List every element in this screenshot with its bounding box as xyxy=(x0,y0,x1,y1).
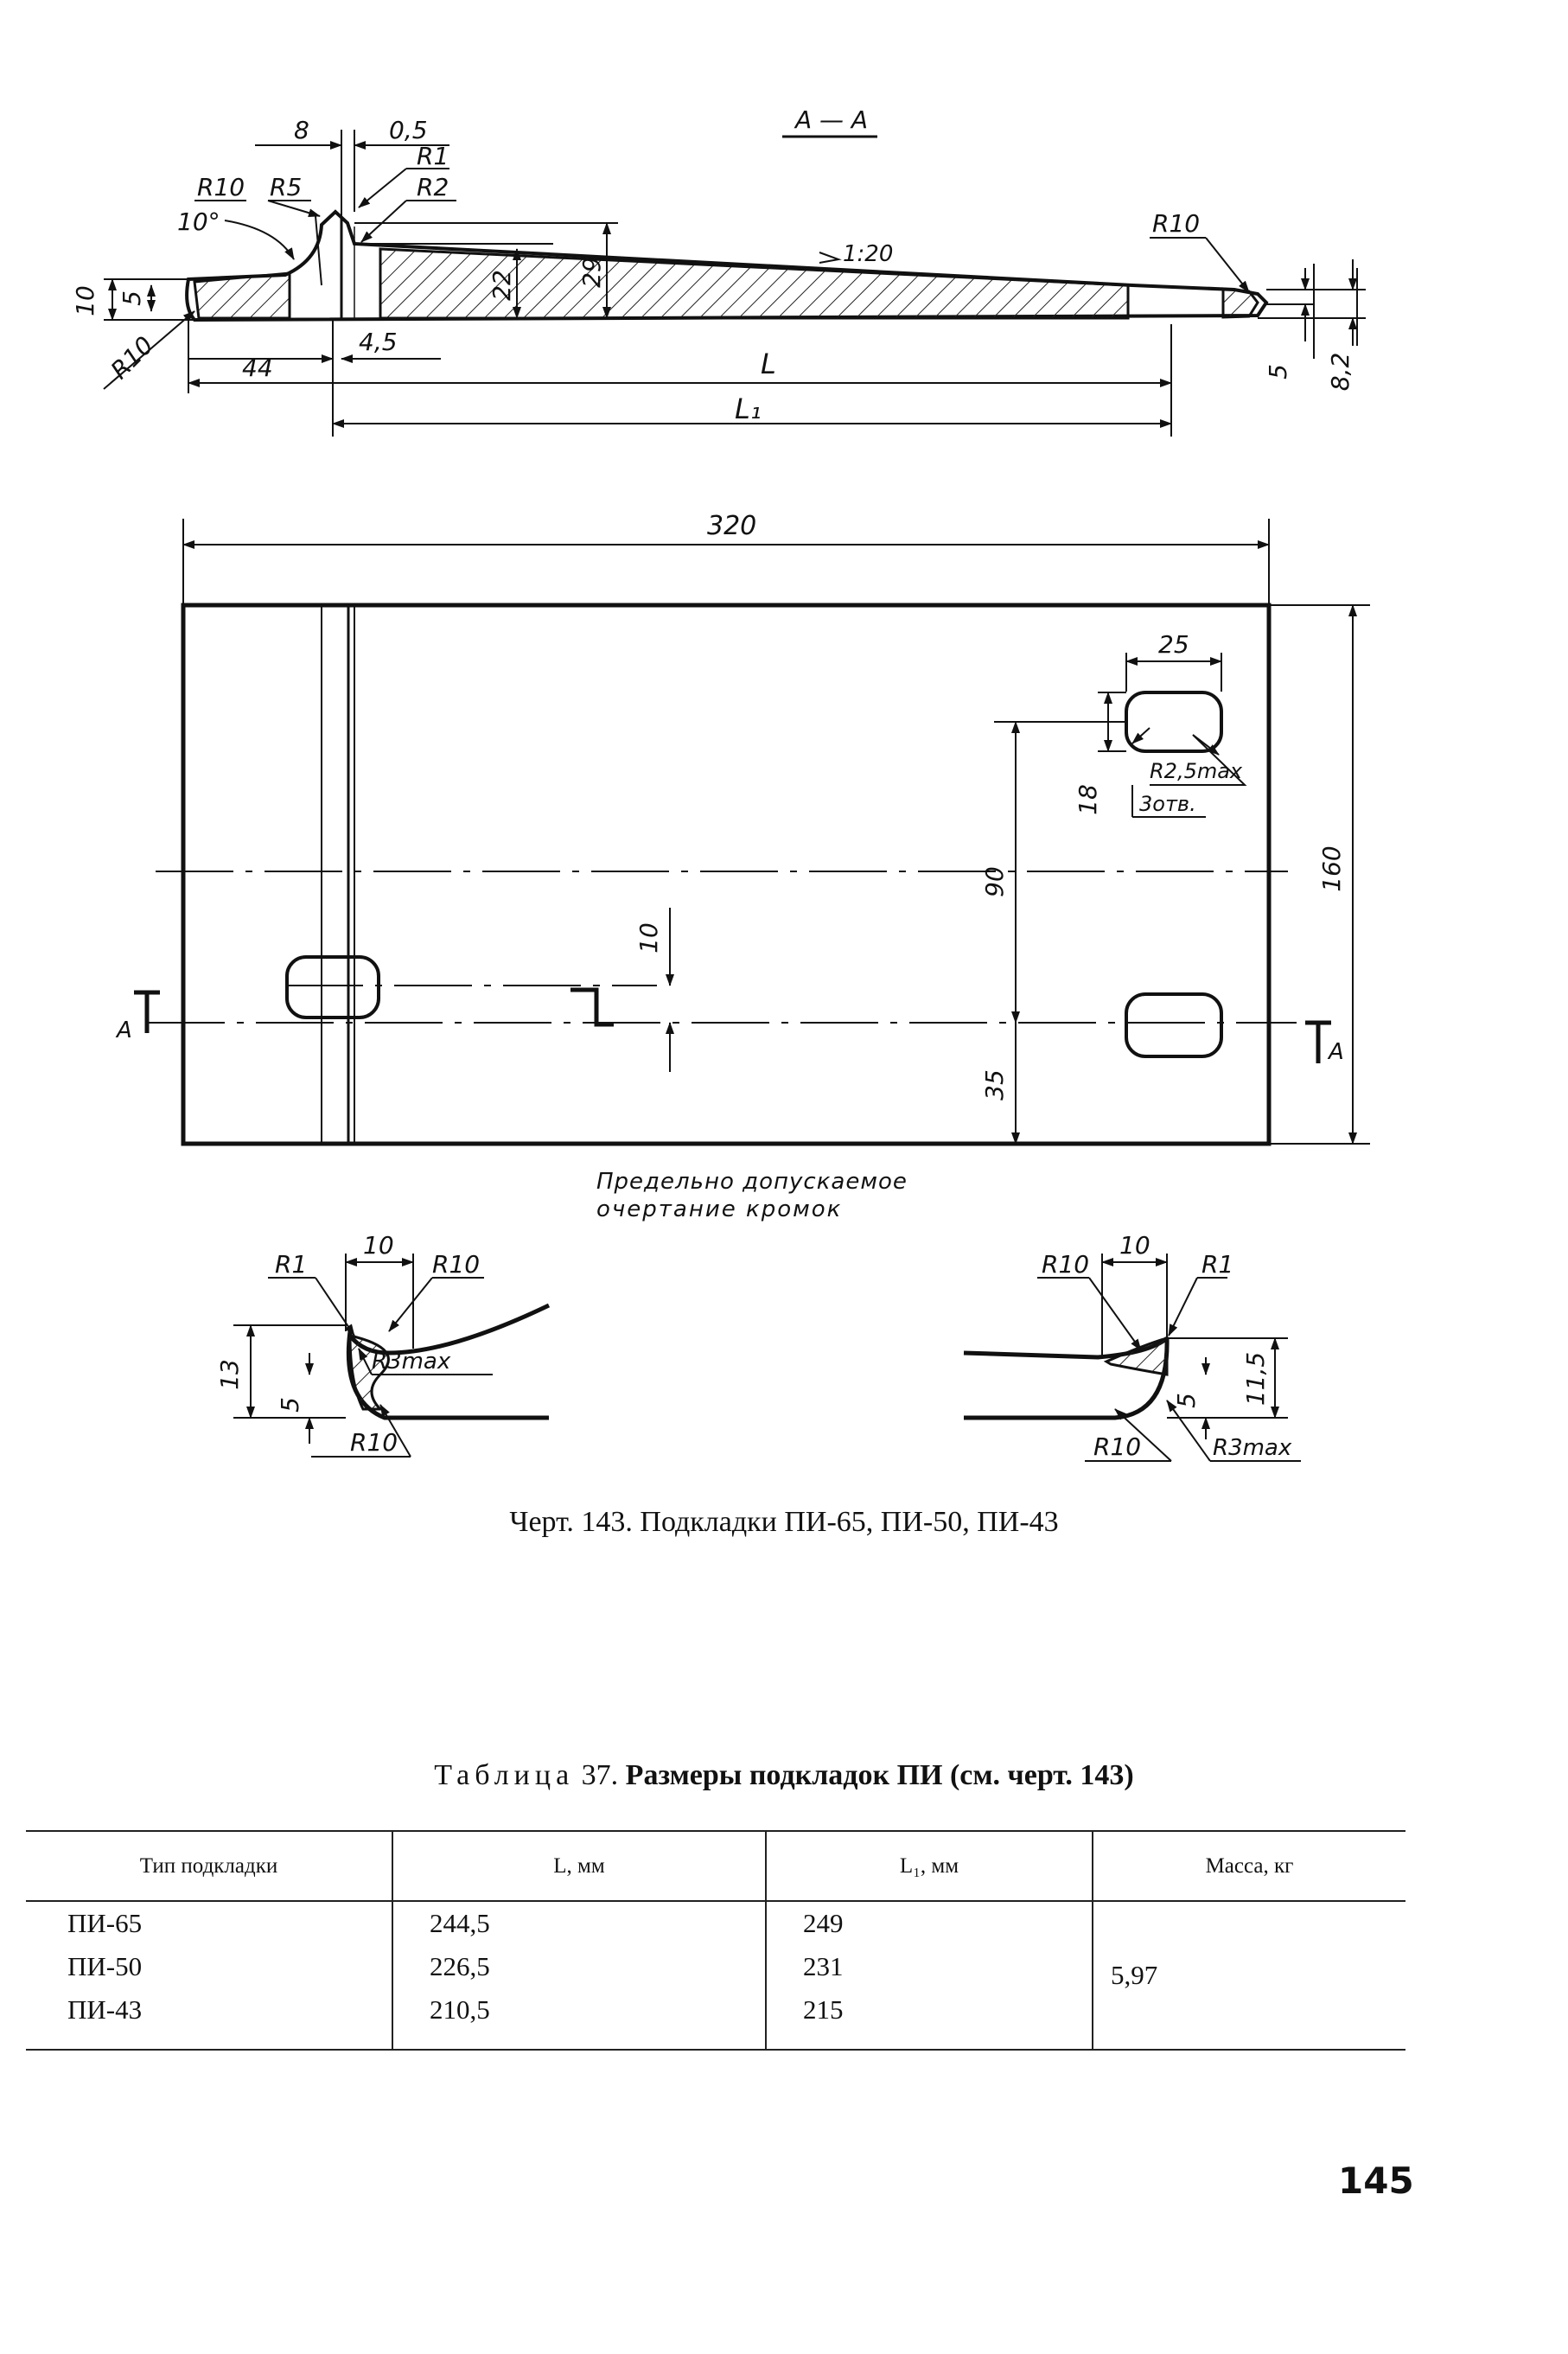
hole-top-right xyxy=(1125,691,1223,753)
dim-35: 35 xyxy=(980,1069,1009,1100)
dim-5-right: 5 xyxy=(1264,364,1292,380)
table-header-row: Тип подкладки L, мм L₁, мм Масса, кг xyxy=(26,1830,1405,1902)
section-hatch-left xyxy=(193,271,291,320)
table-cell: ПИ-50 xyxy=(67,1951,143,1981)
table-cell: 210,5 xyxy=(430,1994,490,2025)
section-hatch-main xyxy=(379,247,1130,320)
table-caption-number: 37. xyxy=(581,1759,619,1791)
dim-10-offset: 10 xyxy=(634,922,663,954)
column-type: ПИ-65 ПИ-50 ПИ-43 xyxy=(26,1901,392,2051)
header-mass: Масса, кг xyxy=(1092,1830,1405,1902)
section-profile xyxy=(185,209,1269,322)
dim-22: 22 xyxy=(488,270,516,301)
edge-note-line1: Предельно допускаемое xyxy=(596,1169,908,1195)
column-L1: 249 231 215 xyxy=(765,1901,1093,2051)
dim-29: 29 xyxy=(577,257,606,288)
radius-r5: R5 xyxy=(270,173,302,201)
hole-count: 3отв. xyxy=(1139,792,1196,816)
radius-r10-bottom-left: R10 xyxy=(105,331,159,385)
dim-10-left: 10 xyxy=(71,285,99,316)
table-body-row: ПИ-65 ПИ-50 ПИ-43 244,5 226,5 210,5 249 … xyxy=(26,1901,1405,2051)
detail-left-w: 10 xyxy=(363,1231,394,1260)
edge-detail-right: 10 R10 R1 11,5 5 R10 R3max xyxy=(963,1231,1301,1462)
detail-right-r10-top: R10 xyxy=(1042,1250,1089,1279)
dim-90: 90 xyxy=(980,866,1009,897)
detail-left-r10-top: R10 xyxy=(432,1250,480,1279)
table-caption-title: Размеры подкладок ПИ (см. черт. 143) xyxy=(625,1759,1134,1791)
table-cell: 244,5 xyxy=(430,1908,490,1938)
detail-left-r10-bottom: R10 xyxy=(350,1428,398,1457)
table-caption: Таблица 37. Размеры подкладок ПИ (см. че… xyxy=(0,1759,1568,1792)
plan-view: 320 25 18 R2,5max 3отв. xyxy=(115,511,1370,1146)
table-cell: 249 xyxy=(803,1908,844,1938)
figure-caption: Черт. 143. Подкладки ПИ-65, ПИ-50, ПИ-43 xyxy=(509,1506,1059,1538)
dim-L1: L₁ xyxy=(735,392,762,425)
table-caption-prefix: Таблица xyxy=(434,1759,575,1791)
header-L1: L₁, мм xyxy=(765,1830,1093,1902)
detail-right-r1: R1 xyxy=(1201,1250,1233,1279)
technical-drawing: А — А 8 0,5 R1 R2 R10 xyxy=(71,105,1370,1462)
plate-outline xyxy=(181,603,1272,1146)
dim-8-2: 8,2 xyxy=(1326,353,1354,392)
dim-4-5: 4,5 xyxy=(359,328,398,356)
detail-right-h115: 11,5 xyxy=(1241,1352,1270,1406)
detail-right-w: 10 xyxy=(1119,1231,1151,1260)
cut-mark-right: A xyxy=(1327,1039,1344,1065)
hole-bottom-right xyxy=(1125,992,1223,1058)
detail-left-h13: 13 xyxy=(215,1359,244,1390)
table-cell: 231 xyxy=(803,1951,844,1981)
angle-10-deg: 10° xyxy=(177,207,220,236)
dim-5-left: 5 xyxy=(118,290,146,306)
detail-left-r1: R1 xyxy=(275,1250,307,1279)
detail-left-h5: 5 xyxy=(276,1397,304,1413)
page-number: 145 xyxy=(1338,2159,1414,2202)
cut-mark-left: A xyxy=(115,1018,132,1043)
detail-right-r10-bottom: R10 xyxy=(1093,1432,1141,1461)
radius-r10-right: R10 xyxy=(1152,209,1200,238)
header-type: Тип подкладки xyxy=(26,1830,392,1902)
edge-detail-left: 10 R1 R10 R3max 13 5 R10 xyxy=(215,1231,551,1458)
dim-18: 18 xyxy=(1074,784,1102,815)
radius-r10-left: R10 xyxy=(197,173,245,201)
section-view: А — А 8 0,5 R1 R2 R10 xyxy=(71,105,1366,437)
edge-note-line2: очертание кромок xyxy=(596,1196,842,1222)
detail-right-h5: 5 xyxy=(1172,1393,1201,1408)
hole-left xyxy=(285,955,380,1019)
table-cell: 215 xyxy=(803,1994,844,2025)
dim-44: 44 xyxy=(242,354,273,382)
dimensions-table: Тип подкладки L, мм L₁, мм Масса, кг ПИ-… xyxy=(26,1830,1405,2051)
detail-left-r3: R3max xyxy=(372,1349,451,1375)
table-cell: ПИ-65 xyxy=(67,1908,143,1938)
dim-25: 25 xyxy=(1158,630,1189,659)
dim-320: 320 xyxy=(707,511,756,541)
radius-r1-top: R1 xyxy=(417,142,449,170)
hole-radius: R2,5max xyxy=(1150,759,1243,783)
table-cell: 226,5 xyxy=(430,1951,490,1981)
column-L: 244,5 226,5 210,5 xyxy=(392,1901,766,2051)
slope-1-20: 1:20 xyxy=(843,241,893,267)
dim-0-5: 0,5 xyxy=(389,116,428,144)
radius-r2: R2 xyxy=(417,173,449,201)
section-label: А — А xyxy=(794,105,868,134)
dim-L: L xyxy=(761,348,776,380)
dim-8: 8 xyxy=(294,116,309,144)
table-cell: ПИ-43 xyxy=(67,1994,143,2025)
header-L: L, мм xyxy=(392,1830,766,1902)
dim-160: 160 xyxy=(1317,845,1346,891)
mass-cell: 5,97 xyxy=(1092,1901,1405,2051)
detail-right-r3: R3max xyxy=(1213,1435,1292,1461)
